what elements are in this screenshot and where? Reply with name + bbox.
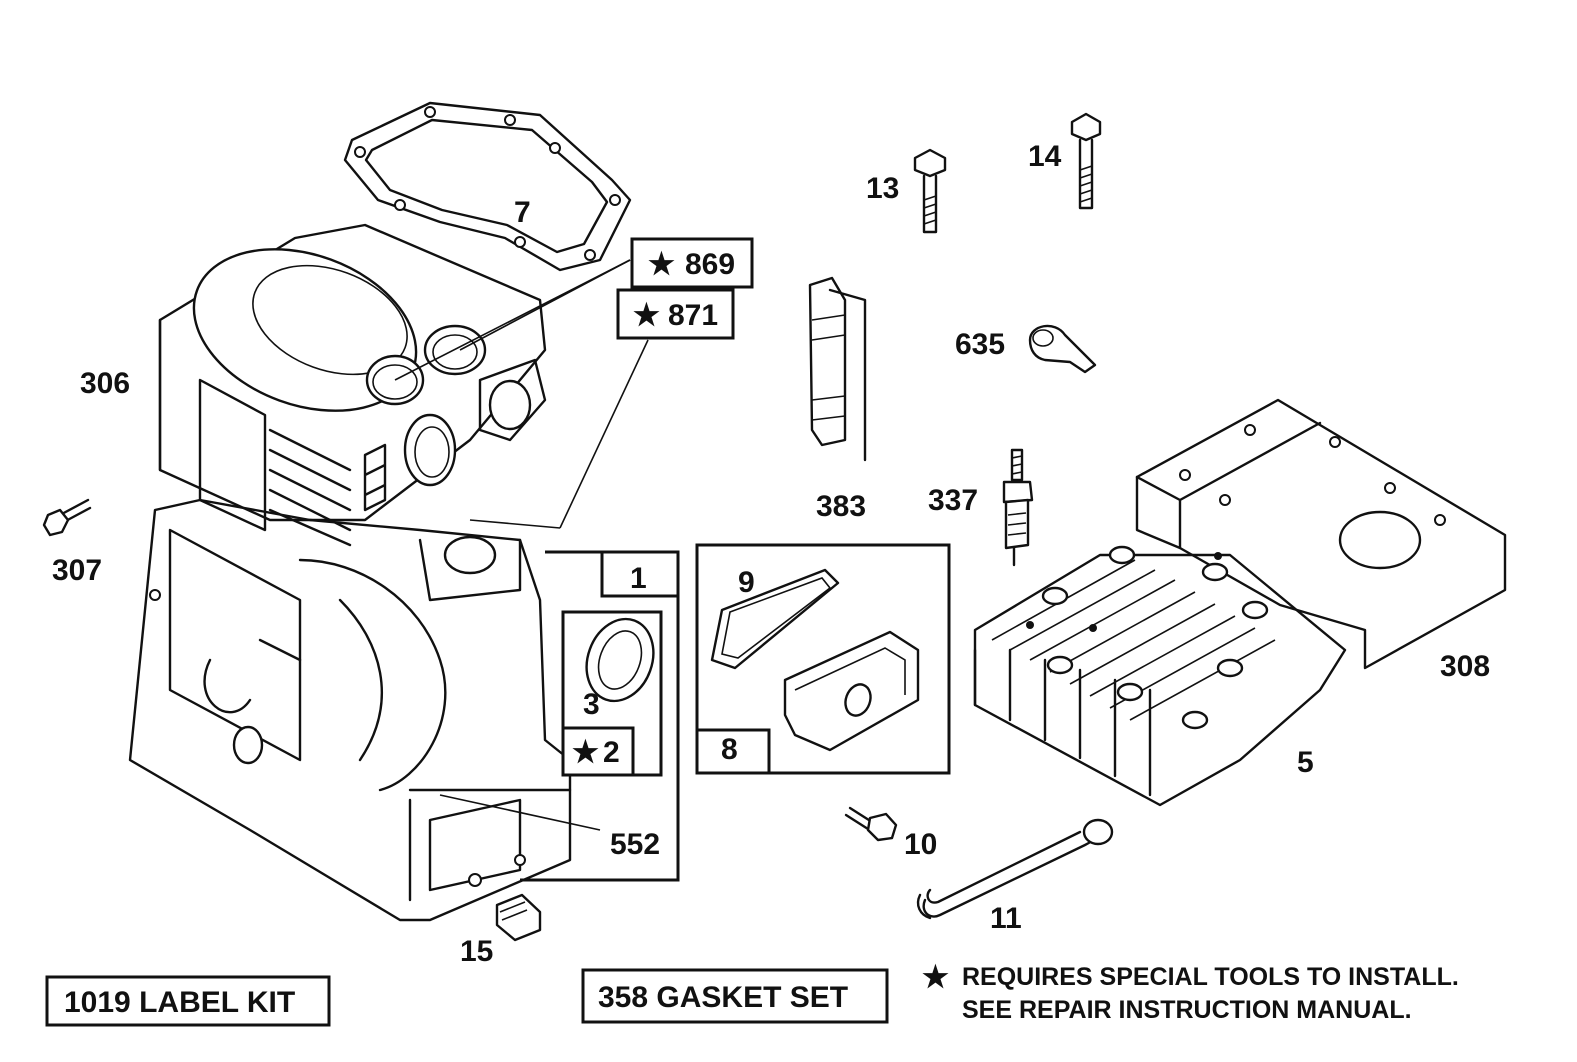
label-9: 9 (738, 566, 755, 599)
shroud-part-308 (1135, 398, 1507, 670)
gasket-part-7 (343, 101, 632, 272)
label-307: 307 (52, 554, 102, 587)
star-icon: ★ (633, 299, 660, 332)
breather-box-8 (695, 543, 951, 775)
label-635: 635 (955, 328, 1005, 361)
star-icon: ★ (648, 248, 675, 281)
label-kit-text: 1019 LABEL KIT (64, 986, 295, 1019)
screw-part-10 (844, 806, 898, 842)
star-icon: ★ (572, 736, 599, 769)
plug-part-15 (495, 893, 542, 942)
label-552: 552 (610, 828, 660, 861)
callout-869: ★ 869 (630, 237, 754, 289)
label-15: 15 (460, 935, 493, 968)
label-871: 871 (668, 299, 718, 332)
label-kit-box: 1019 LABEL KIT (45, 975, 331, 1027)
leader-lines (394, 259, 649, 831)
bolt-part-14 (1070, 112, 1102, 210)
tool-part-383 (808, 276, 867, 462)
label-7: 7 (514, 196, 531, 229)
label-337: 337 (928, 484, 978, 517)
bolt-part-13 (913, 148, 947, 234)
star-icon: ★ (922, 961, 949, 994)
screw-part-307 (42, 498, 92, 537)
label-11: 11 (990, 902, 1022, 935)
spark-plug-part-337 (1002, 448, 1034, 567)
label-14: 14 (1028, 140, 1062, 173)
label-8: 8 (721, 733, 738, 766)
label-3: 3 (583, 688, 600, 721)
label-10: 10 (904, 828, 937, 861)
label-5: 5 (1297, 746, 1314, 779)
callout-871: ★ 871 (616, 288, 735, 340)
label-13: 13 (866, 172, 899, 205)
special-tools-note: ★ REQUIRES SPECIAL TOOLS TO INSTALL. SEE… (922, 961, 1459, 1024)
label-2: 2 (603, 736, 620, 769)
cylinder-head-part-5 (973, 545, 1347, 807)
label-1: 1 (630, 562, 647, 595)
note-line-2: SEE REPAIR INSTRUCTION MANUAL. (962, 996, 1412, 1024)
tube-part-11 (916, 818, 1114, 920)
label-383: 383 (816, 490, 866, 523)
gasket-set-box: 358 GASKET SET (581, 968, 889, 1024)
label-869: 869 (685, 248, 735, 281)
label-308: 308 (1440, 650, 1490, 683)
seal-kit-box-1 (520, 550, 680, 882)
label-306: 306 (80, 367, 130, 400)
note-line-1: REQUIRES SPECIAL TOOLS TO INSTALL. (962, 963, 1459, 991)
part-labels: 7 ★ 869 ★ 871 306 307 1 3 ★ 2 552 15 13 … (52, 140, 1490, 968)
boot-part-635 (1028, 324, 1097, 374)
engine-block-part-306 (128, 223, 572, 922)
gasket-set-text: 358 GASKET SET (598, 981, 848, 1014)
